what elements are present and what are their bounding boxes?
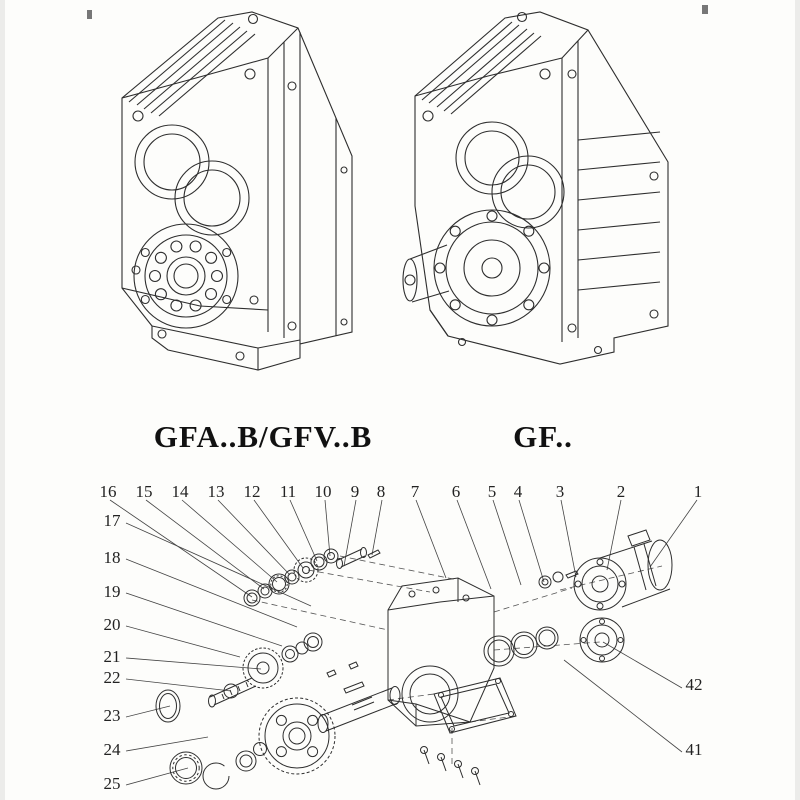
page-edge-left <box>0 0 5 800</box>
eyebolt-hole <box>516 11 528 23</box>
part-number-8: 8 <box>376 482 386 501</box>
part-number-20: 20 <box>103 615 121 634</box>
page-edge-right <box>795 0 800 800</box>
input-bores <box>134 124 250 236</box>
eyebolt-hole <box>247 13 259 25</box>
part-number-13: 13 <box>207 482 225 501</box>
output-gear-parts <box>169 661 401 790</box>
scan-speck <box>702 5 708 14</box>
part-number-12: 12 <box>243 482 261 501</box>
gearbox-drawing-gf <box>402 11 669 365</box>
input-bores <box>455 121 565 229</box>
exploded-view <box>109 499 698 790</box>
output-shaft-flange <box>402 209 551 327</box>
assembly-axis-lines <box>251 555 663 768</box>
part-number-6: 6 <box>451 482 461 501</box>
part-number-14: 14 <box>171 482 189 501</box>
part-number-23: 23 <box>103 706 121 725</box>
part-number-1: 1 <box>693 482 703 501</box>
scan-speck <box>87 10 92 19</box>
part-number-15: 15 <box>135 482 153 501</box>
intermediate-gear-parts <box>155 632 323 723</box>
model-label-gfab-gfvb: GFA..B/GFV..B <box>153 419 373 454</box>
cover-seal-parts <box>420 570 625 786</box>
motor-part <box>573 529 673 611</box>
part-number-9: 9 <box>350 482 360 501</box>
hollow-shaft-bearing <box>133 223 239 329</box>
part-number-22: 22 <box>103 668 121 687</box>
part-number-41: 41 <box>685 740 703 759</box>
part-number-17: 17 <box>103 511 121 530</box>
part-number-2: 2 <box>616 482 626 501</box>
part-number-21: 21 <box>103 647 121 666</box>
leader-lines <box>109 499 698 786</box>
model-label-gf: GF.. <box>513 419 573 454</box>
part-number-42: 42 <box>685 675 703 694</box>
part-number-19: 19 <box>103 582 121 601</box>
part-number-3: 3 <box>555 482 565 501</box>
part-number-4: 4 <box>513 482 523 501</box>
part-number-5: 5 <box>487 482 497 501</box>
part-number-25: 25 <box>103 774 121 793</box>
part-number-7: 7 <box>410 482 420 501</box>
part-number-18: 18 <box>103 548 121 567</box>
part-number-10: 10 <box>314 482 332 501</box>
housing-part <box>387 577 495 727</box>
gearbox-drawing-gfab <box>121 11 353 371</box>
part-number-24: 24 <box>103 740 121 759</box>
input-shaft-parts <box>243 547 381 607</box>
part-number-16: 16 <box>99 482 117 501</box>
part-number-11: 11 <box>279 482 297 501</box>
